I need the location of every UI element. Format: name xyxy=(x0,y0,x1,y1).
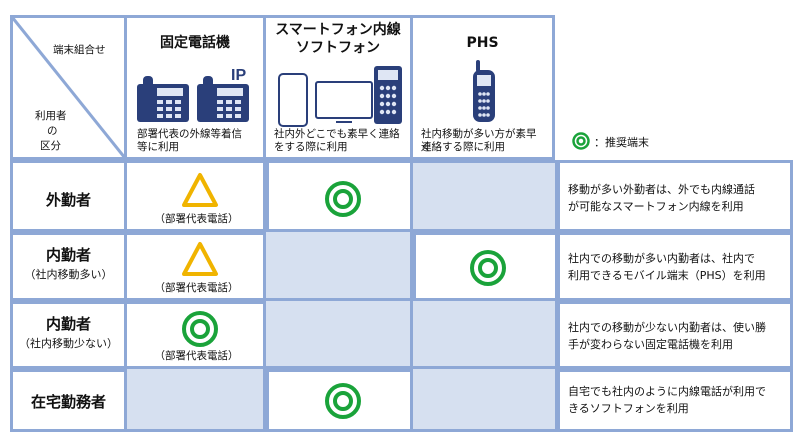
diagonal-line xyxy=(10,16,127,159)
header-corner-cell: 端末組合せ 利用者 の 区分 xyxy=(10,15,127,160)
header-title: 固定電話機 xyxy=(160,35,230,51)
svg-text:IP: IP xyxy=(231,67,246,84)
triangle-icon xyxy=(181,173,218,207)
matrix-cell xyxy=(263,160,416,235)
legend: ：推奨端末 xyxy=(572,130,682,154)
recommended-double-circle-icon xyxy=(181,311,218,347)
row-label-main: 内勤者 xyxy=(45,246,91,264)
matrix-cell xyxy=(263,298,416,372)
header-desc-2: 等に利用 xyxy=(137,141,179,153)
row-label-cell: 外勤者 xyxy=(10,160,127,235)
row-label-cell: 内勤者 （社内移動少ない） xyxy=(10,298,127,372)
matrix-cell xyxy=(263,229,416,304)
row-description-cell: 社内での移動が少ない内勤者は、使い勝手が変わらない固定電話機を利用 xyxy=(555,298,793,372)
matrix-cell xyxy=(410,229,560,304)
phs-handset-icon xyxy=(473,60,495,122)
matrix-cell xyxy=(124,366,269,432)
matrix-cell xyxy=(410,366,560,432)
row-description-line1: 社内での移動が多い内勤者は、社内で xyxy=(568,252,755,265)
recommended-double-circle-icon xyxy=(470,250,506,286)
row-label-main: 内勤者 xyxy=(45,315,91,333)
row-description-cell: 移動が多い外勤者は、外でも内線通話が可能なスマートフォン内線を利用 xyxy=(555,160,793,235)
header-desc-2: 連絡する際に利用 xyxy=(421,141,505,153)
double-circle-icon xyxy=(572,132,590,150)
recommended-double-circle-icon xyxy=(324,181,361,217)
row-description-line2: 利用できるモバイル端末（PHS）を利用 xyxy=(568,269,766,282)
corner-left-label-2: の xyxy=(47,125,58,137)
matrix-cell: （部署代表電話） xyxy=(124,298,269,372)
row-label-main: 外勤者 xyxy=(45,191,91,209)
row-label-main: 在宅勤務者 xyxy=(30,392,106,411)
row-description-cell: 社内での移動が多い内勤者は、社内で利用できるモバイル端末（PHS）を利用 xyxy=(555,229,793,304)
cell-note: （部署代表電話） xyxy=(154,282,239,294)
header-desc-1: 社内移動が多い方が素早く xyxy=(421,128,537,153)
matrix-cell: （部署代表電話） xyxy=(124,229,269,304)
matrix-cell xyxy=(263,366,416,432)
header-title: PHS xyxy=(466,35,499,51)
matrix-cell: （部署代表電話） xyxy=(124,160,269,235)
row-label-cell: 在宅勤務者 xyxy=(10,366,127,432)
header-phs: PHS 社内移動が多い方が素早く 連絡する際に利用 xyxy=(410,15,555,160)
cell-note: （部署代表電話） xyxy=(154,213,239,225)
header-smartphone-softphone: スマートフォン内線 ソフトフォン 社内外どこでも素早く連絡 をする際に利用 xyxy=(263,15,413,160)
triangle-icon xyxy=(181,242,218,276)
row-label-sub: （社内移動多い） xyxy=(24,268,113,281)
smartphone-pc-icon xyxy=(278,66,402,127)
row-description-line1: 移動が多い外勤者は、外でも内線通話 xyxy=(568,183,755,196)
header-title-line2: ソフトフォン xyxy=(296,40,380,56)
header-title-line1: スマートフォン内線 xyxy=(275,22,401,38)
cell-note: （部署代表電話） xyxy=(154,350,239,362)
desk-phone-icon: IP xyxy=(137,67,249,122)
row-description-line1: 自宅でも社内のように内線電話が利用で xyxy=(568,384,766,398)
row-description-line2: 手が変わらない固定電話機を利用 xyxy=(568,337,733,351)
matrix-cell xyxy=(410,298,560,372)
row-label-cell: 内勤者 （社内移動多い） xyxy=(10,229,127,304)
header-desc-1: 社内外どこでも素早く連絡 xyxy=(274,128,400,140)
corner-left-label-1: 利用者 xyxy=(35,110,67,122)
row-label-sub: （社内移動少ない） xyxy=(19,337,118,350)
matrix-cell xyxy=(410,160,560,235)
row-description-line1: 社内での移動が少ない内勤者は、使い勝 xyxy=(568,320,766,334)
recommended-double-circle-icon xyxy=(324,382,361,419)
header-fixed-phone: 固定電話機 IP xyxy=(124,15,266,160)
header-desc-1: 部署代表の外線等着信 xyxy=(137,128,242,140)
corner-top-label: 端末組合せ xyxy=(53,44,106,56)
legend-label: ：推奨端末 xyxy=(594,136,649,149)
corner-left-label-3: 区分 xyxy=(40,140,61,152)
row-description-cell: 自宅でも社内のように内線電話が利用できるソフトフォンを利用 xyxy=(555,366,793,432)
row-description-line2: きるソフトフォンを利用 xyxy=(568,401,689,415)
header-desc-2: をする際に利用 xyxy=(274,141,348,153)
row-description-line2: が可能なスマートフォン内線を利用 xyxy=(568,200,744,213)
